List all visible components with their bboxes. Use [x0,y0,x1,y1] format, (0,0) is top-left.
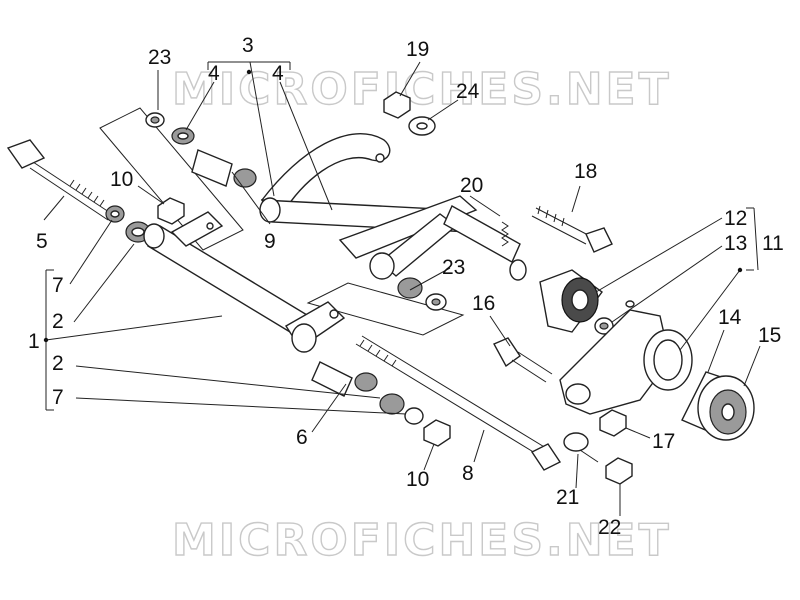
swing-arm-frame-3 [259,133,521,280]
group-dot-3 [246,69,252,75]
callout-12: 12 [724,207,747,230]
group-dot-1 [43,337,49,343]
callout-10-upper: 10 [110,168,133,191]
callout-21: 21 [556,486,579,509]
bolt-8 [355,335,562,471]
callout-4-left: 4 [208,62,220,85]
nut-19 [383,91,411,119]
callout-24: 24 [456,80,480,103]
callout-8: 8 [462,462,474,485]
cap-bush-23-top [145,112,165,128]
callout-22: 22 [598,516,621,539]
watermark-top: MICROFICHES.NET [172,64,672,115]
callout-5: 5 [36,230,48,253]
callout-6: 6 [296,426,308,449]
callout-20: 20 [460,174,483,197]
bolt-5 [6,139,113,221]
nut-10-upper [157,197,185,225]
leader-lines [43,61,761,516]
callout-23-middle: 23 [442,256,465,279]
nut-17 [599,409,627,437]
callout-13: 13 [724,232,747,255]
callout-1: 1 [28,330,40,353]
bush-4-left [171,127,195,145]
callout-15: 15 [758,324,781,347]
bush-13 [594,317,614,335]
callout-17: 17 [652,430,675,453]
callout-19: 19 [406,38,429,61]
callout-3: 3 [242,34,254,57]
bolt-18 [531,205,613,253]
callout-16: 16 [472,292,495,315]
callout-11: 11 [762,232,784,255]
nut-22 [605,457,633,485]
flange-15 [697,375,755,441]
callout-4-right: 4 [272,62,284,85]
nut-10-lower [423,419,451,447]
callout-23-top: 23 [148,46,171,69]
bush-23-middle [397,277,447,311]
callout-7-bottom: 7 [52,386,64,409]
engine-bracket-11 [559,300,693,415]
callout-7-top: 7 [52,274,64,297]
bolt-16 [493,337,553,383]
callout-10-lower: 10 [406,468,429,491]
washer-24 [408,116,436,136]
callout-9: 9 [264,230,276,253]
swing-arm-1 [143,211,346,353]
callout-18: 18 [574,160,597,183]
bush-sleeve-top [191,149,257,188]
spring-20 [501,221,509,247]
guide-frame-lower [306,282,465,336]
callout-14: 14 [718,306,742,329]
callout-2-bottom: 2 [52,352,64,375]
fitting-21 [563,432,599,463]
watermark-bottom: MICROFICHES.NET [172,515,672,566]
bush-7-left [105,205,125,223]
group-dot-11 [737,267,743,273]
bush-6-lower [311,361,424,425]
callout-2-top: 2 [52,310,64,333]
silentblock-12 [509,259,603,333]
